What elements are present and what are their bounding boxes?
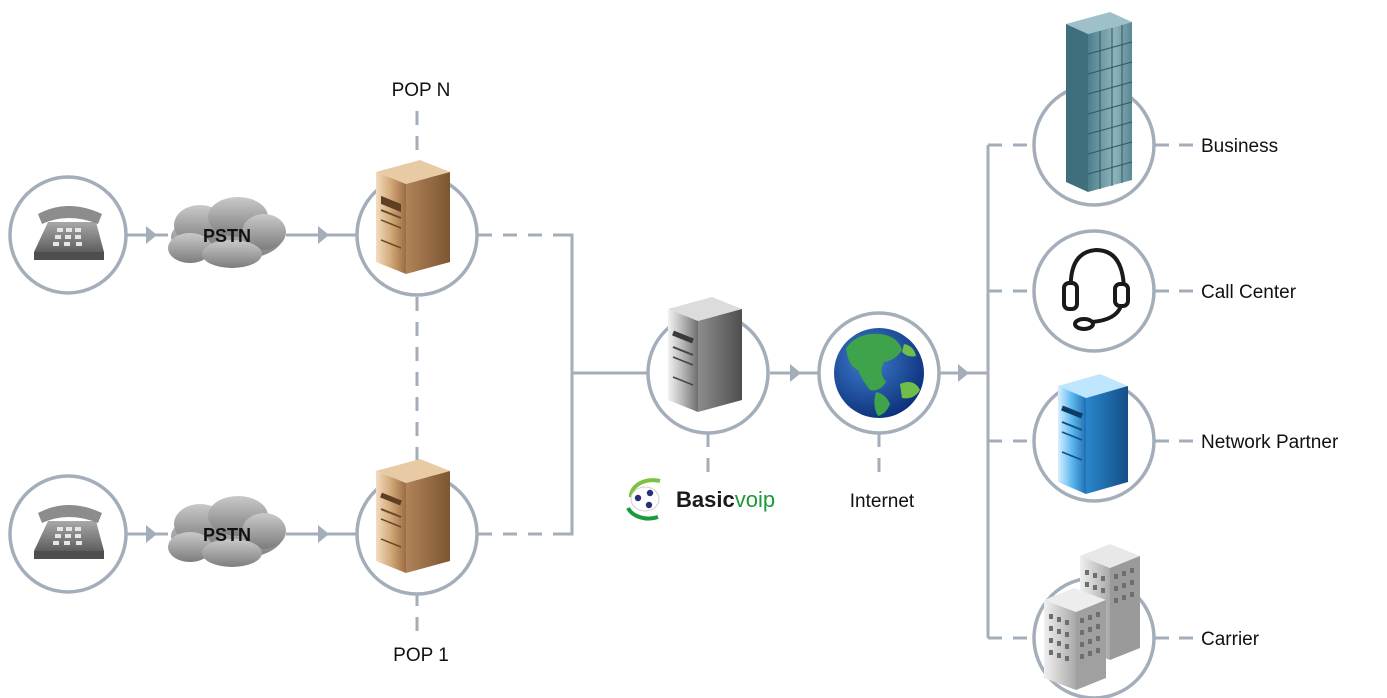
- pop-server-icon: [376, 160, 450, 274]
- pop-n-node: [355, 160, 479, 297]
- endpoint-carrier: [1032, 544, 1156, 698]
- globe-icon: [834, 328, 924, 418]
- svg-text:Basicvoip: Basicvoip: [676, 487, 775, 512]
- arrow-phone-bottom: [146, 525, 157, 543]
- internet-label: Internet: [850, 491, 915, 512]
- hub-bracket: [562, 233, 574, 536]
- brand-name-bold: Basic: [676, 487, 735, 512]
- logo-mark-icon: [626, 478, 661, 521]
- pstn-cloud-top: PSTN: [168, 197, 286, 268]
- endpoint-label-network-partner: Network Partner: [1201, 432, 1339, 453]
- arrow-phone-top: [146, 226, 157, 244]
- arrow-hub-internet: [790, 364, 801, 382]
- arrowheads: [146, 226, 969, 543]
- pstn-cloud-bottom: PSTN: [168, 496, 286, 567]
- brand-name-light: voip: [735, 487, 775, 512]
- headset-icon: [1062, 247, 1130, 331]
- telephone-icon: [34, 505, 104, 559]
- blue-server-icon: [1058, 374, 1128, 494]
- pop-n-label: POP N: [392, 80, 451, 101]
- endpoint-label-business: Business: [1201, 136, 1278, 157]
- endpoint-label-call-center: Call Center: [1201, 282, 1297, 303]
- endpoint-call-center: [1032, 229, 1156, 353]
- pop-1-label: POP 1: [393, 645, 449, 666]
- telephone-icon: [34, 206, 104, 260]
- hub-node: [646, 297, 770, 435]
- endpoint-network-partner: [1032, 374, 1156, 503]
- pstn-label-top: PSTN: [203, 226, 251, 246]
- buildings-icon: [1044, 544, 1140, 690]
- hub-server-icon: [668, 297, 742, 412]
- arrow-cloud-bottom: [318, 525, 329, 543]
- endpoint-business: [1032, 12, 1156, 207]
- pop-1-node: [355, 459, 479, 596]
- internet-node: [817, 311, 941, 435]
- phone-node-top: [8, 175, 128, 295]
- endpoint-label-carrier: Carrier: [1201, 629, 1260, 650]
- office-tower-icon: [1066, 12, 1133, 192]
- cloud-icon: [168, 496, 286, 567]
- arrow-internet-bus: [958, 364, 969, 382]
- pop-server-icon: [376, 459, 450, 573]
- arrow-cloud-top: [318, 226, 329, 244]
- cloud-icon: [168, 197, 286, 268]
- phone-node-bottom: [8, 474, 128, 594]
- basicvoip-logo: Basicvoip: [626, 478, 775, 521]
- pstn-label-bottom: PSTN: [203, 525, 251, 545]
